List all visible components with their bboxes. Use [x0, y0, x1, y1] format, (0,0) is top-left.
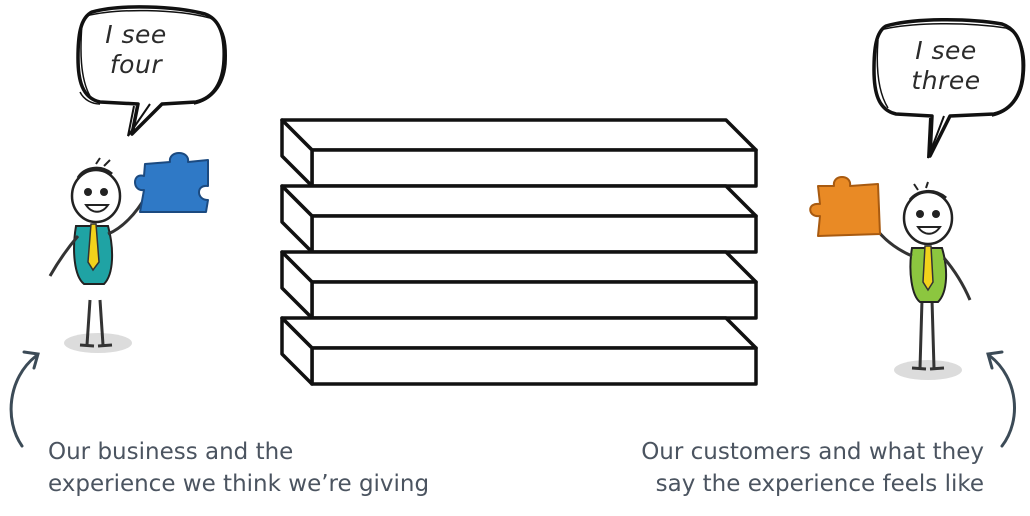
impossible-shelf-illusion: [280, 118, 758, 386]
left-curved-arrow-icon: [9, 350, 40, 448]
left-puzzle-piece-icon: [134, 152, 209, 213]
right-bubble-line-2: three: [911, 66, 981, 95]
left-caption: Our business and the experience we think…: [48, 436, 429, 500]
left-bubble-line-1: I see: [105, 20, 167, 49]
left-bubble-text: I see four: [86, 20, 186, 80]
right-curved-arrow-icon: [986, 350, 1016, 448]
right-caption-line-2: say the experience feels like: [655, 471, 984, 497]
left-caption-line-2: experience we think we’re giving: [48, 471, 430, 497]
right-stick-figure: [872, 181, 972, 380]
right-caption: Our customers and what they say the expe…: [641, 436, 984, 500]
right-puzzle-piece-icon: [809, 176, 881, 237]
right-caption-line-1: Our customers and what they: [641, 439, 984, 465]
right-bubble-text: I see three: [896, 36, 996, 96]
right-speech-bubble: [872, 17, 1026, 159]
left-bubble-line-2: four: [109, 50, 163, 79]
left-stick-figure: [48, 157, 148, 353]
right-bubble-line-1: I see: [915, 36, 977, 65]
left-caption-line-1: Our business and the: [48, 439, 294, 465]
left-speech-bubble: [76, 5, 228, 137]
